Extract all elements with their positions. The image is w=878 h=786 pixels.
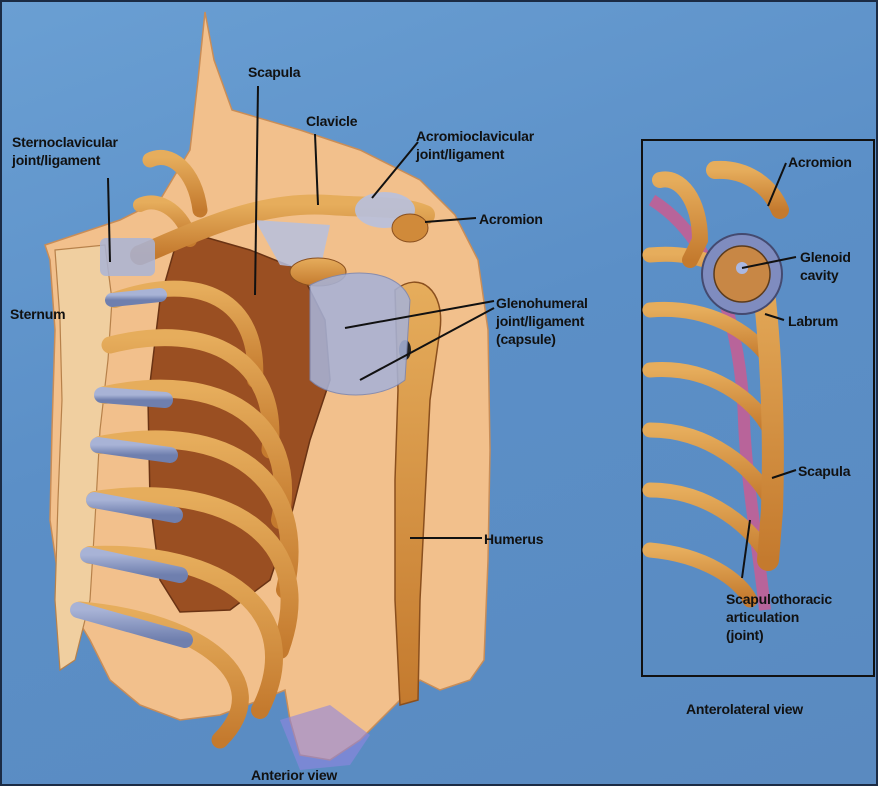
- label-inset-scapula: Scapula: [798, 462, 850, 480]
- label-glenohumeral: Glenohumeral joint/ligament (capsule): [496, 294, 588, 348]
- acromion-process: [392, 214, 428, 242]
- sternoclavicular-ligament: [100, 238, 155, 276]
- label-scapulothoracic: Scapulothoracic articulation (joint): [726, 590, 832, 644]
- label-scapula: Scapula: [248, 63, 300, 81]
- inset-illustration: [650, 170, 782, 610]
- glenohumeral-capsule: [310, 273, 410, 395]
- label-glenoid-cavity: Glenoid cavity: [800, 248, 851, 284]
- label-humerus: Humerus: [484, 530, 543, 548]
- label-inset-acromion: Acromion: [788, 153, 852, 171]
- label-labrum: Labrum: [788, 312, 838, 330]
- label-anterolateral-view: Anterolateral view: [686, 700, 803, 718]
- label-anterior-view: Anterior view: [251, 766, 337, 784]
- label-sternoclavicular: Sternoclavicular joint/ligament: [12, 133, 118, 169]
- label-sternum: Sternum: [10, 305, 65, 323]
- label-clavicle: Clavicle: [306, 112, 357, 130]
- label-acromioclavicular: Acromioclavicular joint/ligament: [416, 127, 534, 163]
- label-acromion: Acromion: [479, 210, 543, 228]
